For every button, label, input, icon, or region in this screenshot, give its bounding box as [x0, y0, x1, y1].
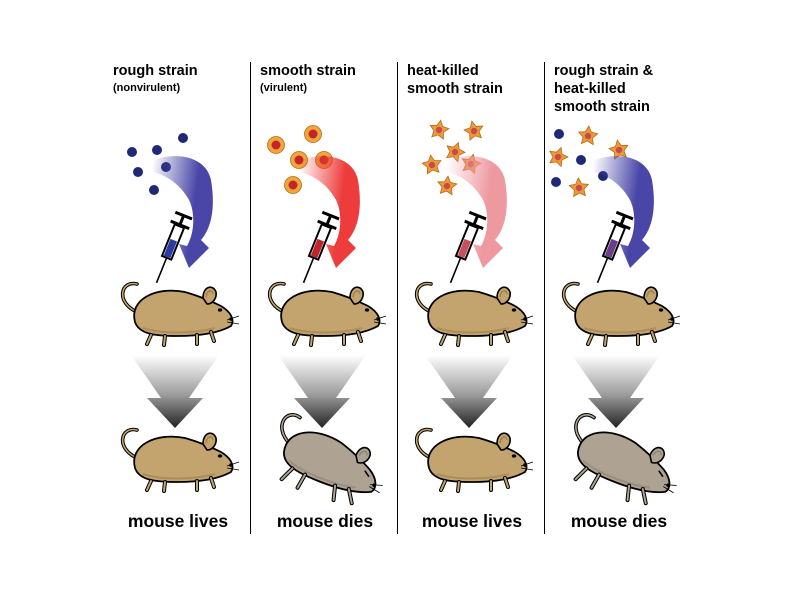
- mouse-icon: [120, 427, 240, 493]
- down-arrow-icon: [572, 355, 660, 428]
- mouse-icon: [414, 281, 534, 347]
- injection-arrow-icon: [447, 156, 507, 268]
- heat-killed-cell-core: [575, 184, 583, 192]
- rough-cell: [133, 167, 143, 177]
- smooth-cell-core: [271, 140, 281, 150]
- panel-subtitle: (virulent): [260, 82, 308, 94]
- syringe-icon: [596, 210, 634, 284]
- panel-title: rough strain (nonvirulent): [113, 62, 253, 96]
- experiment-panel-1: rough strain (nonvirulent) mouse lives: [105, 0, 251, 600]
- rough-cell: [149, 185, 159, 195]
- panel-title-line: smooth strain: [554, 99, 650, 115]
- dead-mouse-icon: [573, 413, 677, 506]
- outcome-label: mouse lives: [127, 511, 229, 531]
- smooth-cell-core: [288, 180, 298, 190]
- bacteria-group: [421, 119, 484, 196]
- panel-title-line: smooth strain: [260, 63, 356, 79]
- panel-divider: [544, 62, 545, 534]
- panel-illustration: [267, 125, 387, 506]
- syringe-icon: [155, 210, 193, 284]
- panel-title: heat-killed smooth strain: [407, 62, 547, 98]
- panel-title: smooth strain (virulent): [260, 62, 400, 96]
- mouse-icon: [267, 281, 387, 347]
- heat-killed-cell-core: [470, 127, 478, 135]
- panel-title: rough strain & heat-killed smooth strain: [554, 62, 694, 116]
- panel-title-line: rough strain &: [554, 63, 654, 79]
- panel-divider: [250, 62, 251, 534]
- rough-cell: [152, 145, 162, 155]
- panel-illustration: [120, 133, 240, 493]
- outcome-label: mouse dies: [570, 511, 668, 531]
- panel-illustration: [414, 119, 534, 493]
- experiment-panel-2: smooth strain (virulent) mouse dies: [252, 0, 398, 600]
- down-arrow-icon: [425, 355, 513, 428]
- syringe-icon: [449, 210, 487, 284]
- down-arrow-icon: [278, 355, 366, 428]
- rough-cell: [554, 129, 564, 139]
- panel-title-line: heat-killed: [407, 63, 479, 79]
- heat-killed-cell-core: [428, 161, 436, 169]
- down-arrow-icon: [131, 355, 219, 428]
- heat-killed-cell-core: [615, 146, 623, 154]
- panel-title-line: smooth strain: [407, 81, 503, 97]
- mouse-icon: [120, 281, 240, 347]
- rough-cell: [576, 155, 586, 165]
- rough-cell: [178, 133, 188, 143]
- panel-divider: [397, 62, 398, 534]
- heat-killed-cell-core: [443, 182, 451, 190]
- dead-mouse-icon: [279, 413, 383, 506]
- injection-arrow-icon: [594, 156, 654, 268]
- experiment-panel-3: heat-killed smooth strain mouse lives: [399, 0, 545, 600]
- experiment-panel-4: rough strain & heat-killed smooth strain mo…: [546, 0, 692, 600]
- rough-cell: [551, 177, 561, 187]
- panel-title-line: heat-killed: [554, 81, 626, 97]
- panel-title-line: rough strain: [113, 63, 198, 79]
- outcome-label: mouse lives: [421, 511, 523, 531]
- panel-illustration: [549, 125, 681, 506]
- bacteria-group: [549, 125, 629, 198]
- heat-killed-cell-core: [554, 153, 562, 161]
- mouse-icon: [414, 427, 534, 493]
- heat-killed-cell-core: [584, 132, 592, 140]
- syringe-icon: [302, 210, 340, 284]
- panel-subtitle: (nonvirulent): [113, 82, 181, 94]
- injection-arrow-icon: [153, 156, 213, 268]
- injection-arrow-icon: [300, 156, 360, 268]
- rough-cell: [127, 147, 137, 157]
- heat-killed-cell-core: [451, 148, 459, 156]
- heat-killed-cell-core: [435, 126, 443, 134]
- mouse-icon: [561, 281, 681, 347]
- smooth-cell-core: [308, 129, 318, 139]
- outcome-label: mouse dies: [276, 511, 374, 531]
